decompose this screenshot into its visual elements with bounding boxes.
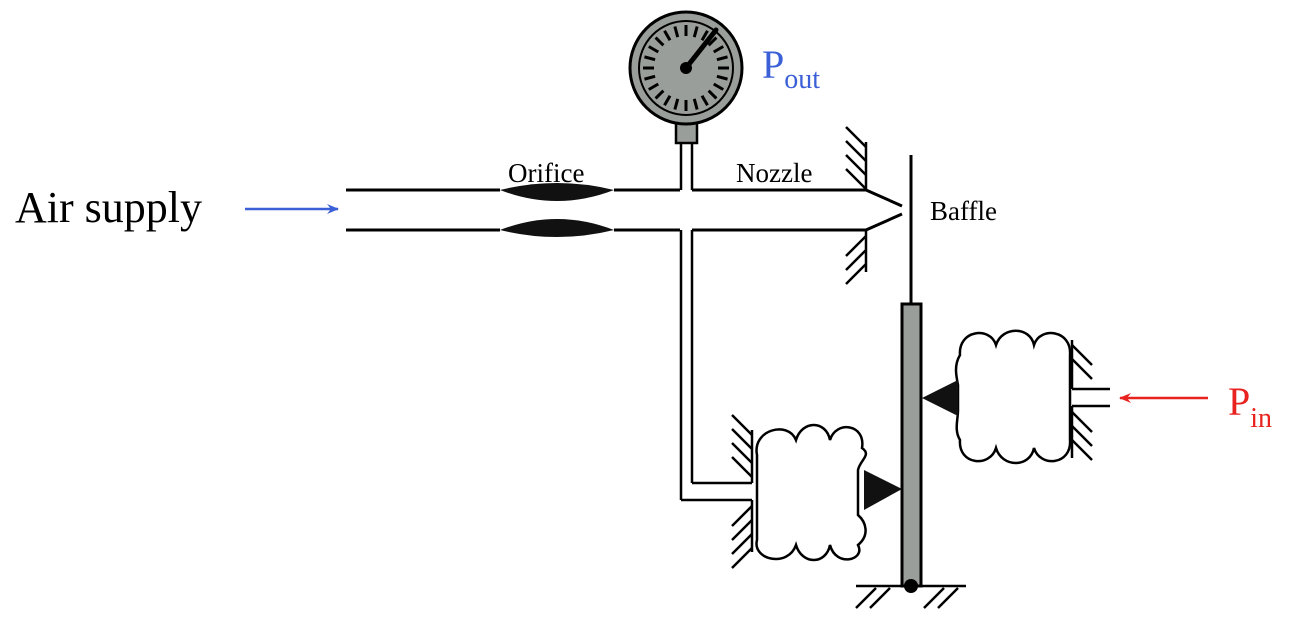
p-in-sub: in	[1250, 403, 1272, 434]
p-out-main: P	[762, 42, 784, 87]
gauge-tick	[644, 74, 656, 81]
gauge-tick	[673, 98, 680, 110]
orifice-label: Orifice	[508, 158, 584, 188]
gauge-tick	[707, 36, 718, 47]
gauge-tick	[716, 55, 728, 62]
gauge-tick	[673, 26, 680, 38]
gauge-tick	[716, 74, 728, 81]
gauge-tick	[692, 26, 699, 38]
gauge-tick	[707, 89, 718, 100]
gauge-tick	[712, 82, 724, 91]
p-out-sub: out	[784, 64, 820, 95]
gauge-tick	[654, 89, 665, 100]
baffle-lever-bar	[900, 302, 923, 588]
feedback-tube	[679, 230, 752, 502]
supply-pipe	[346, 188, 866, 232]
gauge-tap	[679, 142, 694, 190]
gauge-tick	[648, 45, 660, 54]
gauge-tick	[663, 94, 672, 106]
gauge-tick	[654, 36, 665, 47]
feedback-bellows-icon	[731, 414, 902, 569]
input-bellows-icon	[922, 329, 1110, 465]
nozzle-label: Nozzle	[736, 158, 812, 188]
nozzle-tip	[865, 188, 903, 232]
gauge-tick	[700, 94, 709, 106]
air-supply-label: Air supply	[15, 183, 202, 232]
nozzle-mount-hatch	[845, 126, 868, 285]
gauge-tick	[644, 55, 656, 62]
gauge-tick	[700, 30, 709, 42]
gauge-tick	[692, 98, 699, 110]
p-out-label: Pout	[762, 42, 820, 95]
gauge-tick	[712, 45, 724, 54]
pressure-gauge-icon	[628, 10, 744, 145]
p-in-main: P	[1228, 379, 1250, 424]
gauge-tick	[663, 30, 672, 42]
gauge-tick	[648, 82, 660, 91]
pivot-hatch	[855, 579, 966, 609]
p-in-label: Pin	[1228, 379, 1272, 434]
orifice-restriction-icon	[500, 183, 614, 237]
baffle-label: Baffle	[930, 196, 997, 226]
